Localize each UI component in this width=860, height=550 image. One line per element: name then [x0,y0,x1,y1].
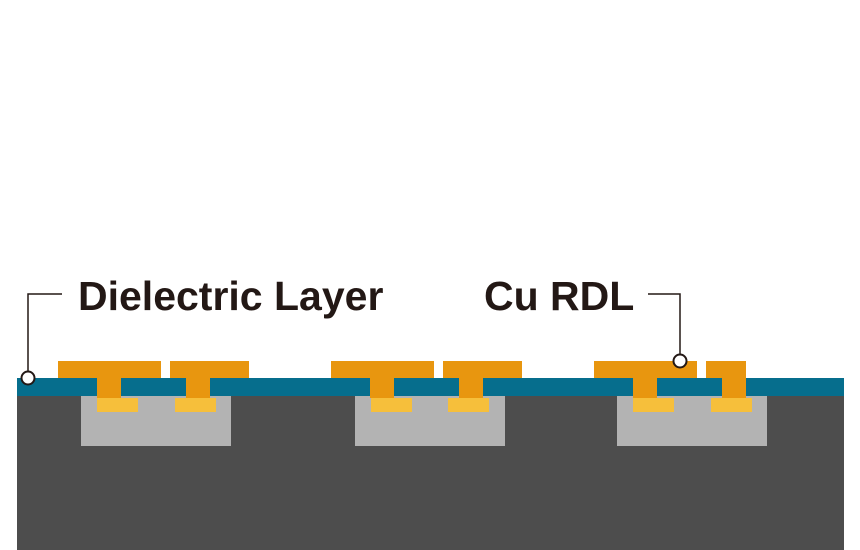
rdl-via [633,378,657,398]
dielectric-marker-dot [20,370,36,386]
rdl-via [370,378,394,398]
cu-rdl-leader-line [648,293,681,361]
die-pad [371,398,412,412]
rdl-trace [170,361,249,378]
rdl-via [459,378,483,398]
rdl-trace [58,361,161,378]
rdl-via [97,378,121,398]
die-pads [97,398,752,412]
cu-rdl-traces [58,361,746,398]
rdl-via [722,378,746,398]
rdl-trace [706,361,746,378]
die-pad [97,398,138,412]
rdl-trace [331,361,434,378]
dielectric-layer [17,378,844,396]
dielectric-callout: Dielectric Layer [20,273,383,386]
rdl-trace [443,361,522,378]
cu-rdl-marker-dot [672,353,688,369]
rdl-trace [594,361,697,378]
dielectric-label: Dielectric Layer [78,273,383,319]
cu-rdl-label: Cu RDL [484,273,634,319]
die-pad [711,398,752,412]
cu-rdl-callout: Cu RDL [484,273,688,369]
die-pad [448,398,489,412]
dielectric-leader-line [27,293,62,378]
die-pad [633,398,674,412]
die-pad [175,398,216,412]
rdl-via [186,378,210,398]
